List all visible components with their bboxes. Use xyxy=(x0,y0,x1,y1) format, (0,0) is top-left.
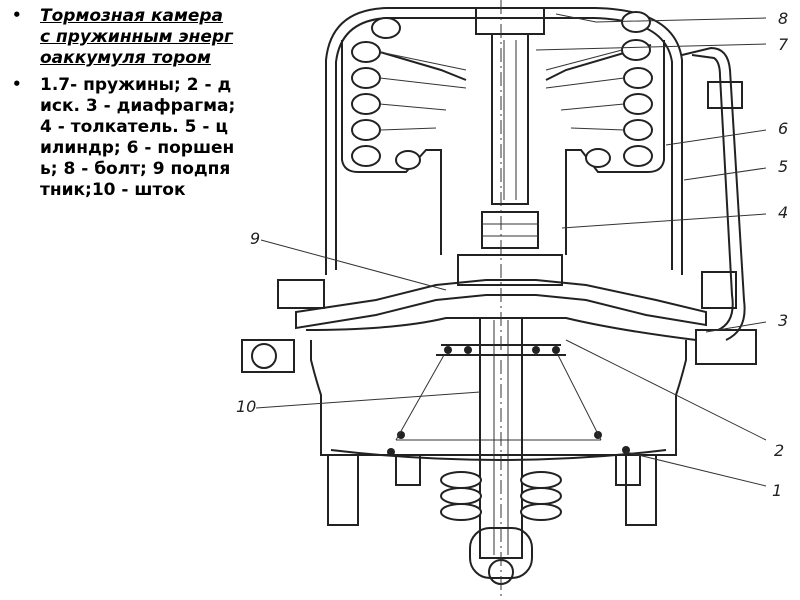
callout-4: 4 xyxy=(778,203,788,222)
air-line-pipe xyxy=(681,46,746,341)
diagram-title: Тормозная камера с пружинным энергоаккум… xyxy=(40,6,233,68)
parts-legend: 1.7- пружины; 2 - диск. 3 - диафрагма; 4… xyxy=(40,75,236,200)
bolt-head xyxy=(475,7,545,35)
disc-seal-dots xyxy=(387,346,630,456)
title-item: • Тормозная камера с пружинным энергоакк… xyxy=(8,6,236,69)
callout-7: 7 xyxy=(778,35,789,54)
callout-2: 2 xyxy=(774,441,784,460)
pusher-body xyxy=(457,254,563,286)
return-spring xyxy=(395,354,602,441)
clamp-bolt-head xyxy=(251,343,277,369)
pusher-nut xyxy=(481,211,539,249)
pipe-fitting-bottom xyxy=(701,271,737,309)
clamp-bolt-left xyxy=(241,339,295,373)
caption-panel: • Тормозная камера с пружинным энергоакк… xyxy=(8,6,236,207)
brake-chamber-drawing: 8 7 6 5 4 9 3 10 2 1 xyxy=(236,0,789,600)
spring-coils-left xyxy=(351,17,467,170)
callout-1: 1 xyxy=(772,481,782,500)
legend-item: • 1.7- пружины; 2 - диск. 3 - диафрагма;… xyxy=(8,75,236,201)
piston-cup xyxy=(341,40,665,255)
left-port xyxy=(277,279,325,309)
bolt-shaft xyxy=(491,33,529,205)
bullet-marker: • xyxy=(12,75,22,93)
lower-chamber-body xyxy=(310,340,687,456)
bullet-marker: • xyxy=(12,6,22,24)
callout-leaders xyxy=(255,13,767,487)
mounting-studs xyxy=(327,454,657,526)
accumulator-cylinder-outline xyxy=(325,7,683,275)
clamp-bolt-right xyxy=(695,329,757,365)
callout-8: 8 xyxy=(778,9,788,28)
pipe-fitting-top xyxy=(707,81,743,109)
boot-coils xyxy=(440,471,562,521)
callout-10: 10 xyxy=(236,397,256,416)
callout-3: 3 xyxy=(778,311,788,330)
callout-5: 5 xyxy=(778,157,788,176)
diaphragm-clamp xyxy=(295,279,707,330)
callout-6: 6 xyxy=(778,119,788,138)
callout-9: 9 xyxy=(250,229,260,248)
spring-coils-right xyxy=(545,11,653,168)
